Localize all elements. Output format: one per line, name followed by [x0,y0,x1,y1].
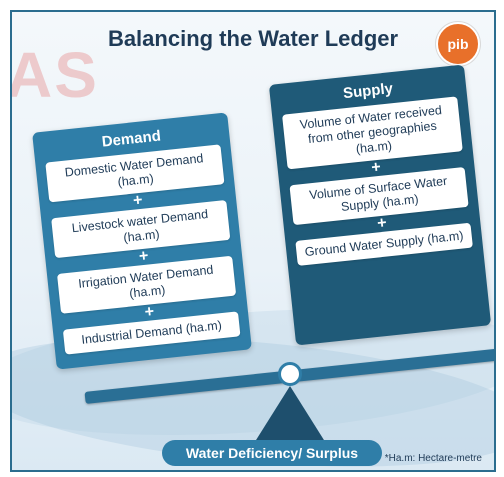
pivot-icon [278,362,302,386]
infographic-frame: AS Balancing the Water Ledger pib Demand… [10,10,496,472]
demand-panel: Demand Domestic Water Demand (ha.m) + Li… [32,112,252,370]
footnote: *Ha.m: Hectare-metre [384,453,482,464]
supply-panel: Supply Volume of Water received from oth… [268,64,492,346]
result-label: Water Deficiency/ Surplus [162,440,382,466]
page-title: Balancing the Water Ledger [107,26,399,51]
watermark: AS [10,39,99,111]
pib-logo-icon: pib [436,22,480,66]
